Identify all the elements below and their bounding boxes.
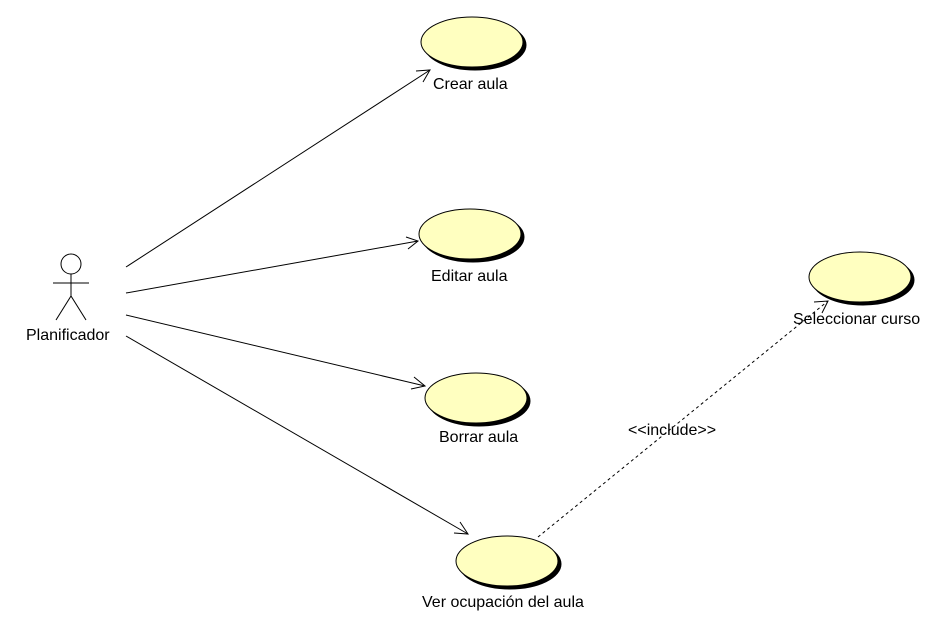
use-case-crear-aula[interactable] <box>420 16 524 68</box>
use-case-label-borrar-aula: Borrar aula <box>439 429 519 446</box>
actor-head <box>60 253 82 275</box>
use-case-label-seleccionar-curso: Seleccionar curso <box>793 311 921 328</box>
use-case-label-crear-aula: Crear aula <box>433 76 508 93</box>
arrowhead-editar-aula <box>405 236 420 250</box>
include-stereotype-label: <<include>> <box>628 422 717 439</box>
use-case-ver-ocupacion[interactable] <box>455 535 559 587</box>
use-case-label-ver-ocupacion: Ver ocupación del aula <box>422 594 584 611</box>
use-case-label-editar-aula: Editar aula <box>431 268 508 285</box>
actor-right-leg <box>70 295 87 321</box>
arrowhead-include <box>813 300 829 314</box>
arrowhead-ver-ocupacion <box>453 521 469 535</box>
arrowhead-crear-aula <box>415 69 431 83</box>
association-editar-aula[interactable] <box>125 240 419 294</box>
actor-left-leg <box>55 295 72 321</box>
association-borrar-aula[interactable] <box>125 314 426 387</box>
actor-stick-figure[interactable] <box>53 253 89 321</box>
association-ver-ocupacion[interactable] <box>125 335 469 535</box>
arrowhead-borrar-aula <box>410 376 427 390</box>
use-case-seleccionar-curso[interactable] <box>808 251 912 303</box>
actor-label: Planificador <box>26 327 110 344</box>
use-case-borrar-aula[interactable] <box>424 372 528 424</box>
association-crear-aula[interactable] <box>125 69 431 268</box>
use-case-editar-aula[interactable] <box>418 208 522 260</box>
include-dependency[interactable] <box>537 300 829 538</box>
